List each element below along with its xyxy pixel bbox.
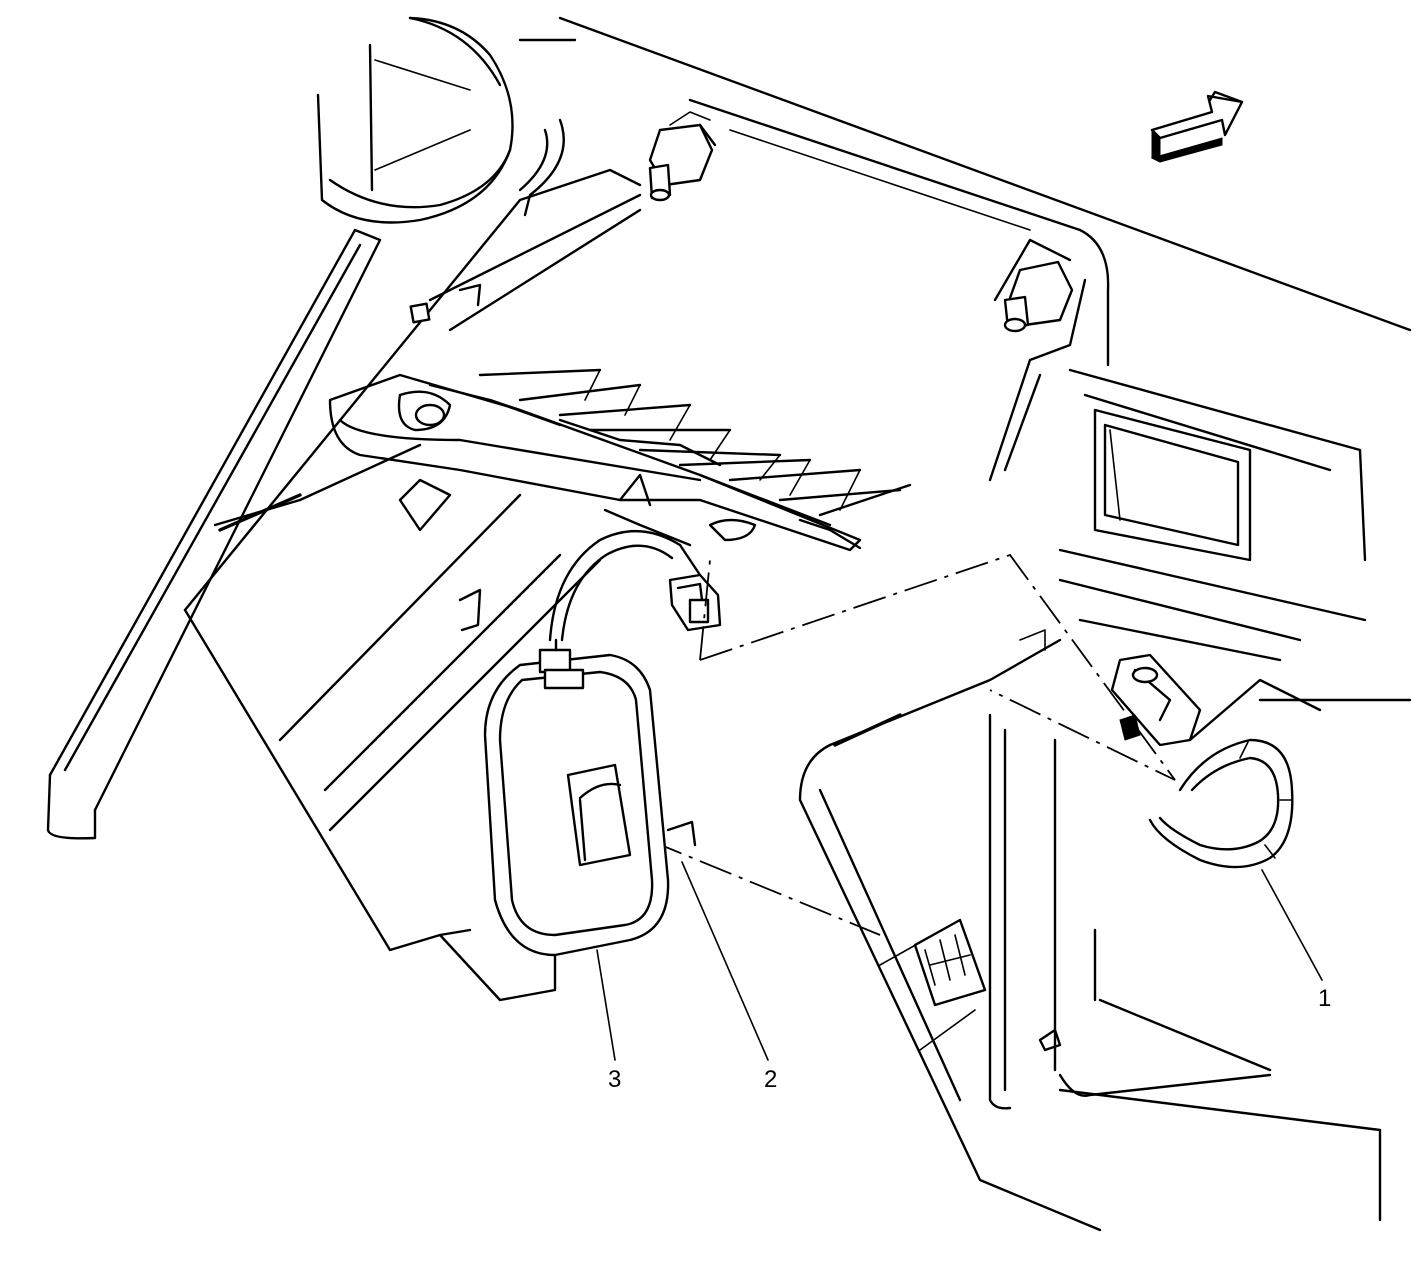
antenna-cable xyxy=(1148,738,1294,869)
wiring-harness xyxy=(548,508,702,642)
callout-label-3: 3 xyxy=(608,1066,621,1093)
knee-bolster-bar xyxy=(46,228,382,840)
harness-connector xyxy=(668,573,722,632)
callout-label-1: 1 xyxy=(1318,985,1331,1012)
lower-right-panel xyxy=(798,629,1382,1232)
vent-slats xyxy=(478,368,912,517)
mounting-clip xyxy=(1110,653,1322,747)
lower-left-panel xyxy=(183,168,642,1002)
callout-leaders xyxy=(596,861,1323,1061)
support-bracket xyxy=(328,373,862,552)
callout-label-2: 2 xyxy=(764,1066,777,1093)
forward-arrow-icon xyxy=(1150,90,1244,163)
sensor-module xyxy=(483,638,697,957)
center-stack xyxy=(988,278,1412,702)
steering-column-shroud xyxy=(316,16,565,224)
mounting-stud-right xyxy=(993,238,1074,333)
reference-frame xyxy=(599,553,1176,936)
mounting-stud-left xyxy=(648,111,717,202)
dash-panel-top xyxy=(518,16,1412,367)
warning-label xyxy=(913,918,987,1007)
